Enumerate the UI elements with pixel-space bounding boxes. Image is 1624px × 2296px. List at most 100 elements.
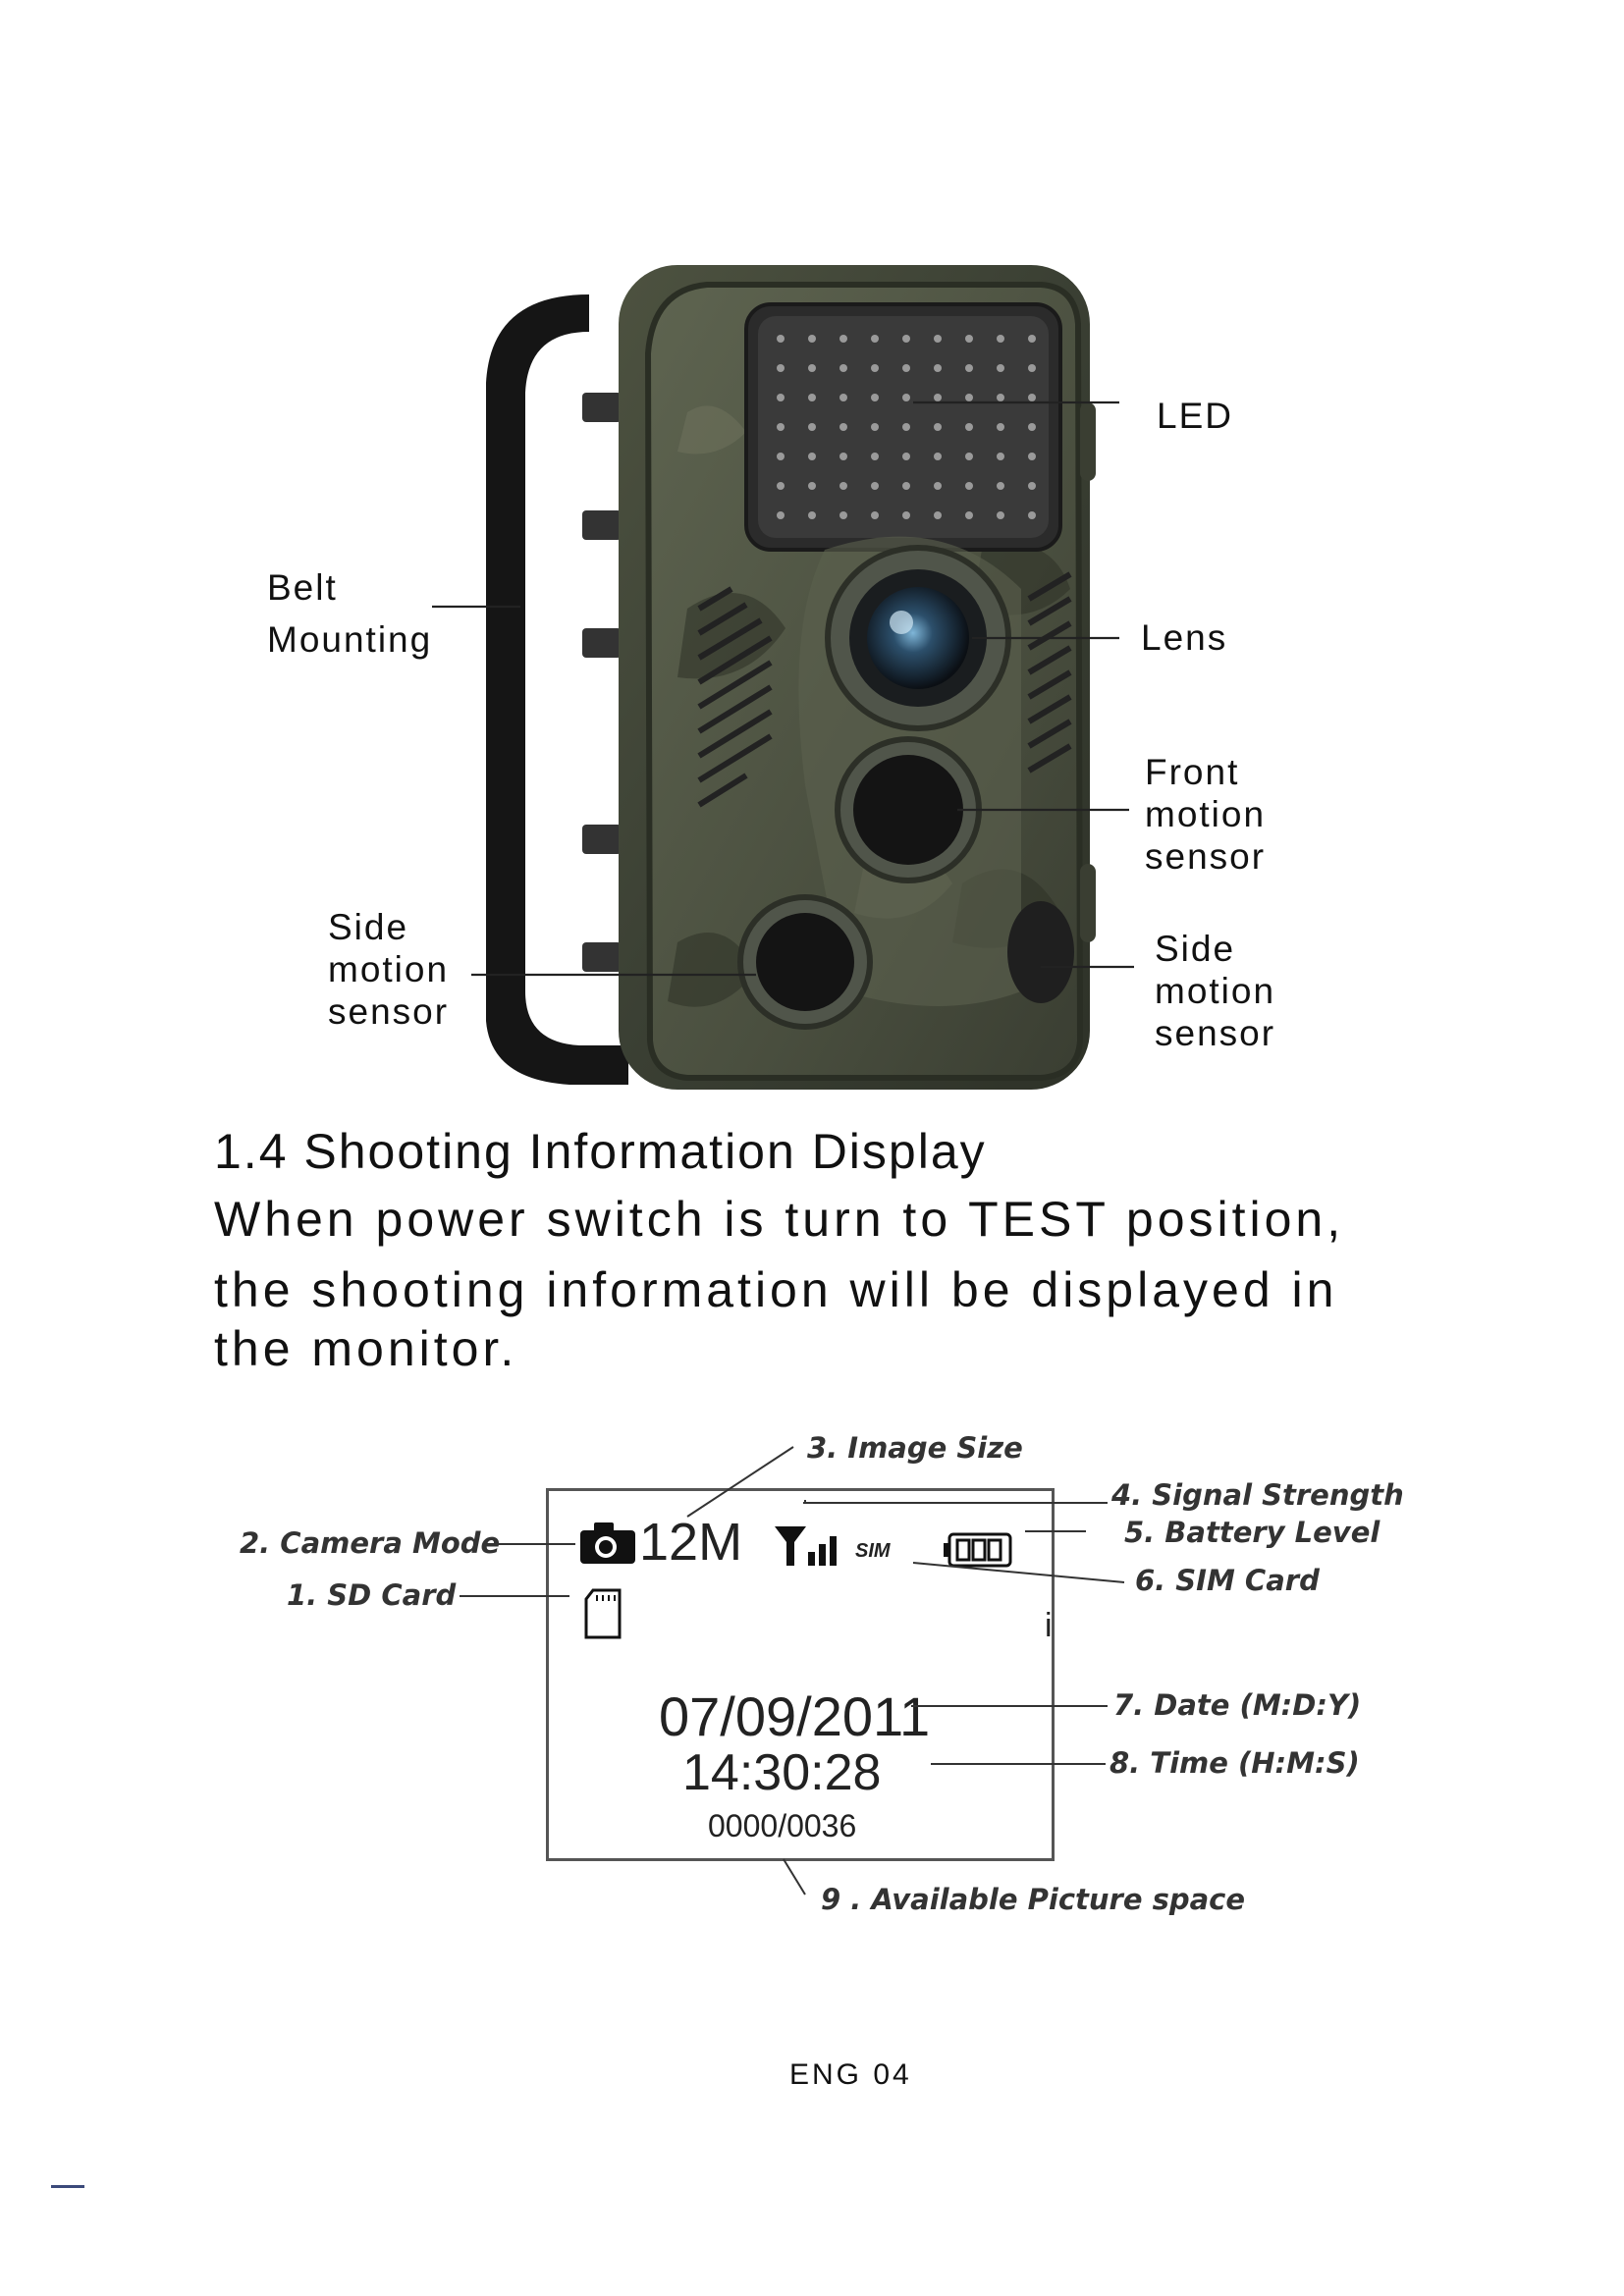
side-left-label-line1: Side	[328, 907, 409, 947]
led-dot	[871, 482, 879, 490]
led-dot	[777, 453, 785, 460]
led-dot	[777, 394, 785, 401]
led-dot	[934, 394, 942, 401]
callout-available-picture-space: 9 . Available Picture space	[821, 1883, 1246, 1916]
stray-mark: i	[1045, 1607, 1053, 1644]
front-label-line3: sensor	[1145, 836, 1267, 877]
section-heading: 1.4 Shooting Information Display	[214, 1124, 987, 1179]
led-dot	[871, 511, 879, 519]
led-dot	[777, 364, 785, 372]
signal-strength-icon	[775, 1526, 837, 1566]
body-text-line2: the shooting information will be display…	[214, 1262, 1338, 1317]
time-value: 14:30:28	[682, 1744, 882, 1801]
picture-count-value: 0000/0036	[708, 1808, 857, 1843]
led-dot	[808, 482, 816, 490]
corner-mark	[51, 2185, 84, 2188]
led-dot	[902, 511, 910, 519]
led-dot	[871, 394, 879, 401]
front-label-line2: motion	[1145, 794, 1267, 834]
led-dot	[965, 335, 973, 343]
led-dot	[839, 364, 847, 372]
belt-label-line2: Mounting	[267, 619, 433, 660]
belt-mounting-label: Belt Mounting	[267, 561, 432, 666]
side-right-label-line3: sensor	[1155, 1013, 1276, 1053]
callout-sd-card: 1. SD Card	[287, 1578, 457, 1612]
led-label: LED	[1157, 395, 1233, 437]
front-motion-sensor-label: Front motion sensor	[1145, 751, 1266, 878]
led-dot	[902, 335, 910, 343]
sim-indicator: SIM	[855, 1540, 891, 1562]
led-dot	[965, 453, 973, 460]
led-dot	[777, 335, 785, 343]
camera-mode-icon	[580, 1522, 635, 1564]
led-dot	[1028, 482, 1036, 490]
lens-label: Lens	[1141, 616, 1227, 659]
led-dot	[997, 364, 1004, 372]
callout-battery-level: 5. Battery Level	[1124, 1516, 1380, 1549]
led-dot	[839, 423, 847, 431]
led-dot	[997, 511, 1004, 519]
led-dot	[1028, 423, 1036, 431]
led-dot	[902, 394, 910, 401]
battery-level-icon	[944, 1532, 1012, 1568]
led-dot	[839, 482, 847, 490]
body-text-line1: When power switch is turn to TEST positi…	[214, 1192, 1345, 1247]
led-dot	[808, 423, 816, 431]
led-dot	[1028, 364, 1036, 372]
callout-time: 8. Time (H:M:S)	[1110, 1746, 1360, 1780]
led-dot	[997, 482, 1004, 490]
led-dot	[934, 511, 942, 519]
led-dot	[871, 423, 879, 431]
led-dot	[965, 511, 973, 519]
led-dot	[777, 511, 785, 519]
led-dot	[965, 423, 973, 431]
led-dot	[934, 335, 942, 343]
led-dot	[1028, 394, 1036, 401]
side-motion-sensor-right-label: Side motion sensor	[1155, 928, 1275, 1054]
led-dot	[934, 364, 942, 372]
led-dot	[839, 453, 847, 460]
led-dot	[871, 335, 879, 343]
led-dot	[997, 453, 1004, 460]
led-dot	[934, 482, 942, 490]
side-left-label-line2: motion	[328, 949, 450, 989]
callout-sim-card: 6. SIM Card	[1135, 1564, 1320, 1597]
led-dot	[839, 394, 847, 401]
led-dot	[965, 394, 973, 401]
led-dot	[808, 364, 816, 372]
led-dot	[997, 335, 1004, 343]
side-right-label-line1: Side	[1155, 929, 1236, 969]
led-dot	[997, 423, 1004, 431]
led-dot	[777, 423, 785, 431]
sd-card-icon	[584, 1588, 622, 1639]
monitor-screen: 12M SIM i 07/09/2011 14:30:28 0000/0036	[546, 1488, 1055, 1861]
callout-image-size: 3. Image Size	[807, 1431, 1023, 1465]
callout-camera-mode: 2. Camera Mode	[240, 1526, 501, 1560]
side-right-label-line2: motion	[1155, 971, 1276, 1011]
led-dot	[808, 453, 816, 460]
led-dot	[1028, 511, 1036, 519]
led-dot	[965, 364, 973, 372]
trail-camera-illustration	[432, 265, 1134, 1090]
led-dot	[902, 482, 910, 490]
side-motion-sensor-left-label: Side motion sensor	[328, 906, 449, 1033]
body-text-line3: the monitor.	[214, 1321, 518, 1376]
front-label-line1: Front	[1145, 752, 1240, 792]
led-dot	[871, 364, 879, 372]
led-dot	[934, 423, 942, 431]
led-dot	[871, 453, 879, 460]
led-label-text: LED	[1157, 396, 1233, 436]
led-dot	[965, 482, 973, 490]
led-dot	[1028, 335, 1036, 343]
led-dot	[808, 335, 816, 343]
led-dot	[902, 423, 910, 431]
led-dot	[839, 511, 847, 519]
led-dot	[902, 453, 910, 460]
date-value: 07/09/2011	[659, 1685, 931, 1747]
callout-signal-strength: 4. Signal Strength	[1111, 1478, 1404, 1512]
lens-label-text: Lens	[1141, 617, 1228, 658]
page-footer: ENG 04	[789, 2058, 912, 2091]
side-left-label-line3: sensor	[328, 991, 450, 1032]
led-dot	[934, 453, 942, 460]
led-dot	[777, 482, 785, 490]
